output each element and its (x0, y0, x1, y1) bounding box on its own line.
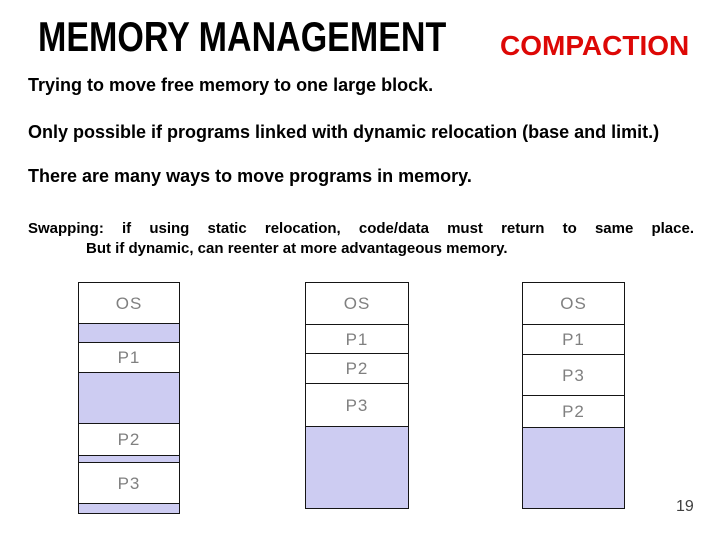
free-memory-block (79, 324, 179, 343)
memory-block-label: P2 (562, 402, 585, 421)
program-block-os: OS (79, 283, 179, 324)
swapping-paragraph: Swapping: if using static relocation, co… (28, 219, 694, 259)
free-memory-block (306, 427, 408, 508)
program-block-p2: P2 (523, 396, 624, 428)
free-memory-block (79, 504, 179, 513)
memory-block-label: OS (560, 294, 587, 313)
program-block-p3: P3 (523, 355, 624, 396)
free-memory-block (79, 373, 179, 424)
memory-block-label: P1 (345, 329, 369, 349)
program-block-os: OS (306, 283, 408, 325)
slide-title: MEMORY MANAGEMENT (38, 13, 447, 60)
program-block-p1: P1 (79, 343, 179, 373)
body-line-2: Only possible if programs linked with dy… (28, 122, 660, 142)
memory-block-label: P1 (562, 330, 585, 349)
program-block-p2: P2 (306, 354, 408, 384)
body-line-1: Trying to move free memory to one large … (28, 75, 434, 95)
memory-block-label: P3 (345, 395, 369, 415)
program-block-p3: P3 (306, 384, 408, 427)
program-block-p2: P2 (79, 424, 179, 456)
swapping-line-1: Swapping: if using static relocation, co… (28, 220, 694, 237)
memory-block-label: OS (115, 293, 143, 313)
slide-subtitle: COMPACTION (500, 30, 690, 61)
free-memory-block (523, 428, 624, 508)
program-block-p1: P1 (306, 325, 408, 354)
memory-block-label: P2 (117, 430, 141, 449)
program-block-p1: P1 (523, 325, 624, 355)
memory-block-label: P3 (562, 365, 585, 385)
program-block-os: OS (523, 283, 624, 325)
free-memory-block (79, 456, 179, 463)
page-number: 19 (676, 498, 694, 515)
memory-block-label: P3 (117, 473, 141, 493)
memory-block-label: P2 (345, 359, 369, 378)
swapping-line-2: But if dynamic, can reenter at more adva… (86, 240, 508, 257)
memory-block-label: OS (343, 294, 371, 313)
program-block-p3: P3 (79, 463, 179, 504)
body-line-3: There are many ways to move programs in … (28, 166, 472, 186)
memory-block-label: P1 (117, 348, 141, 367)
